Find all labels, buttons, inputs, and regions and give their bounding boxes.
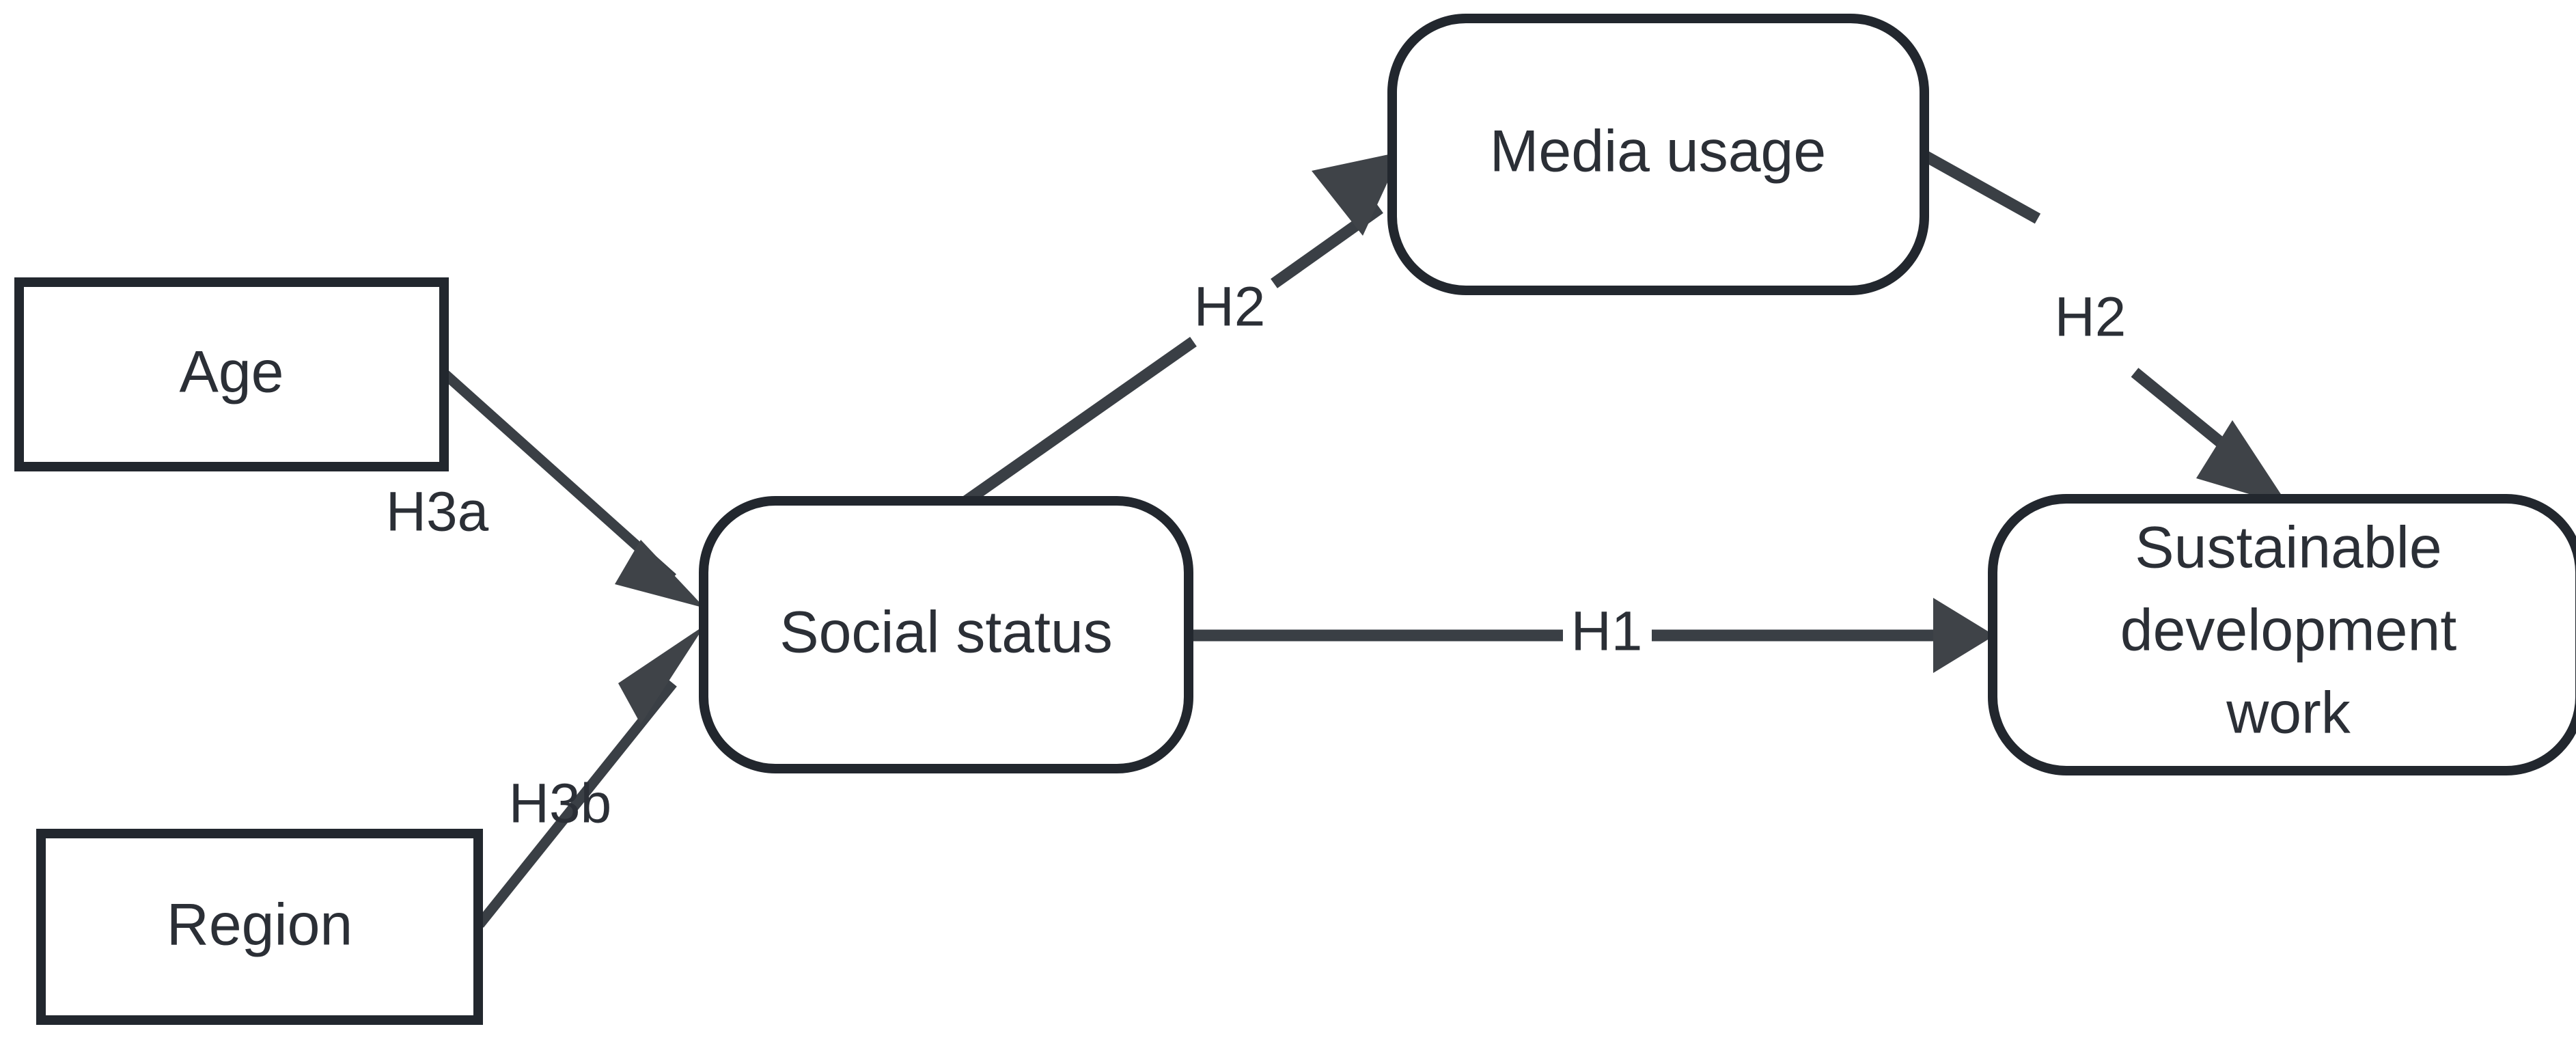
edge-h3b-label: H3b	[509, 773, 611, 835]
edge-h2-media-to-sustainable: H2	[1922, 150, 2288, 506]
node-social-status[interactable]: Social status	[699, 496, 1193, 773]
node-sustainable-development-work-line-2: development	[2120, 598, 2457, 663]
edge-h1: H1	[1192, 598, 1995, 673]
node-sustainable-development-work[interactable]: Sustainable development work	[1988, 494, 2576, 775]
edge-h2b-line-upper	[1922, 150, 2041, 224]
edge-h2a-line-lower	[961, 337, 1197, 507]
node-media-usage-box[interactable]	[1387, 14, 1929, 295]
node-sustainable-development-work-box[interactable]	[1988, 494, 2576, 775]
edge-h2a-label: H2	[1194, 276, 1266, 338]
edge-h1-arrowhead	[1933, 598, 1995, 673]
node-region-label: Region	[167, 892, 353, 958]
node-social-status-box[interactable]	[699, 496, 1193, 773]
edge-h3a-line	[441, 370, 677, 582]
node-age-label: Age	[179, 340, 283, 405]
edge-h3a: H3a	[386, 370, 705, 608]
node-media-usage[interactable]: Media usage	[1387, 14, 1929, 295]
edge-h2a-arrowhead	[1312, 152, 1402, 236]
edge-h3a-arrowhead	[615, 540, 705, 608]
node-region-box[interactable]	[36, 829, 483, 1025]
node-sustainable-development-work-line-3: work	[2226, 681, 2351, 746]
edge-h2-social-to-media: H2	[961, 152, 1402, 507]
node-social-status-label: Social status	[779, 600, 1113, 665]
edge-h2b-line-lower	[2131, 368, 2231, 452]
node-region[interactable]: Region	[36, 829, 483, 1025]
edge-h3b-arrowhead	[618, 625, 705, 724]
edge-h2b-arrowhead	[2196, 420, 2288, 506]
node-age-box[interactable]	[14, 277, 449, 471]
node-age[interactable]: Age	[14, 277, 449, 471]
node-media-usage-label: Media usage	[1490, 119, 1826, 184]
edge-h2b-label: H2	[2055, 286, 2127, 348]
edge-h3b: H3b	[475, 625, 705, 928]
edge-h1-label: H1	[1571, 601, 1643, 663]
node-sustainable-development-work-line-1: Sustainable	[2135, 515, 2441, 581]
edge-h3a-label: H3a	[386, 481, 489, 543]
